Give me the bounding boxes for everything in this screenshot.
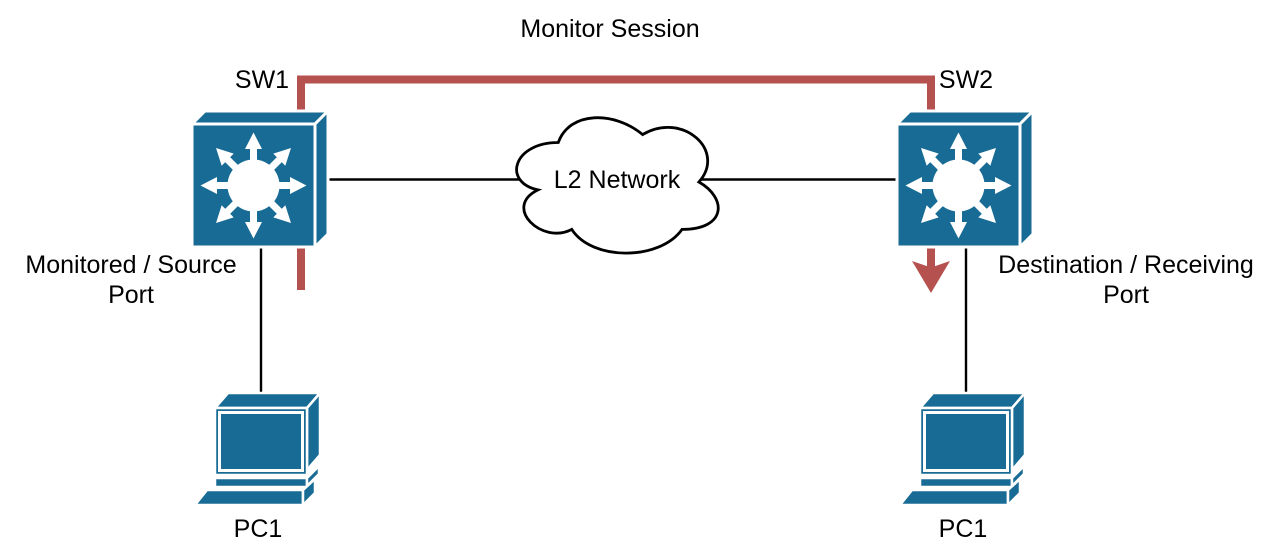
cloud-icon xyxy=(515,116,720,255)
sw1-label: SW1 xyxy=(234,66,290,94)
sw1-port-label: Monitored / Source Port xyxy=(25,251,237,309)
cloud-label: L2 Network xyxy=(553,166,681,194)
pc-icon xyxy=(897,389,1028,509)
sw2-port-label: Destination / Receiving Port xyxy=(998,251,1254,309)
diagram-title: Monitor Session xyxy=(520,15,700,43)
switch-arrows-glyph xyxy=(905,132,1012,239)
switch-icon xyxy=(188,107,332,251)
pc1-right-label: PC1 xyxy=(938,515,988,543)
pc-icon xyxy=(192,389,323,509)
monitor-session-arrowhead xyxy=(912,261,950,293)
sw2-label: SW2 xyxy=(938,66,994,94)
switch-icon xyxy=(893,107,1037,251)
switch-arrows-glyph xyxy=(200,132,307,239)
pc1-left-label: PC1 xyxy=(233,515,283,543)
